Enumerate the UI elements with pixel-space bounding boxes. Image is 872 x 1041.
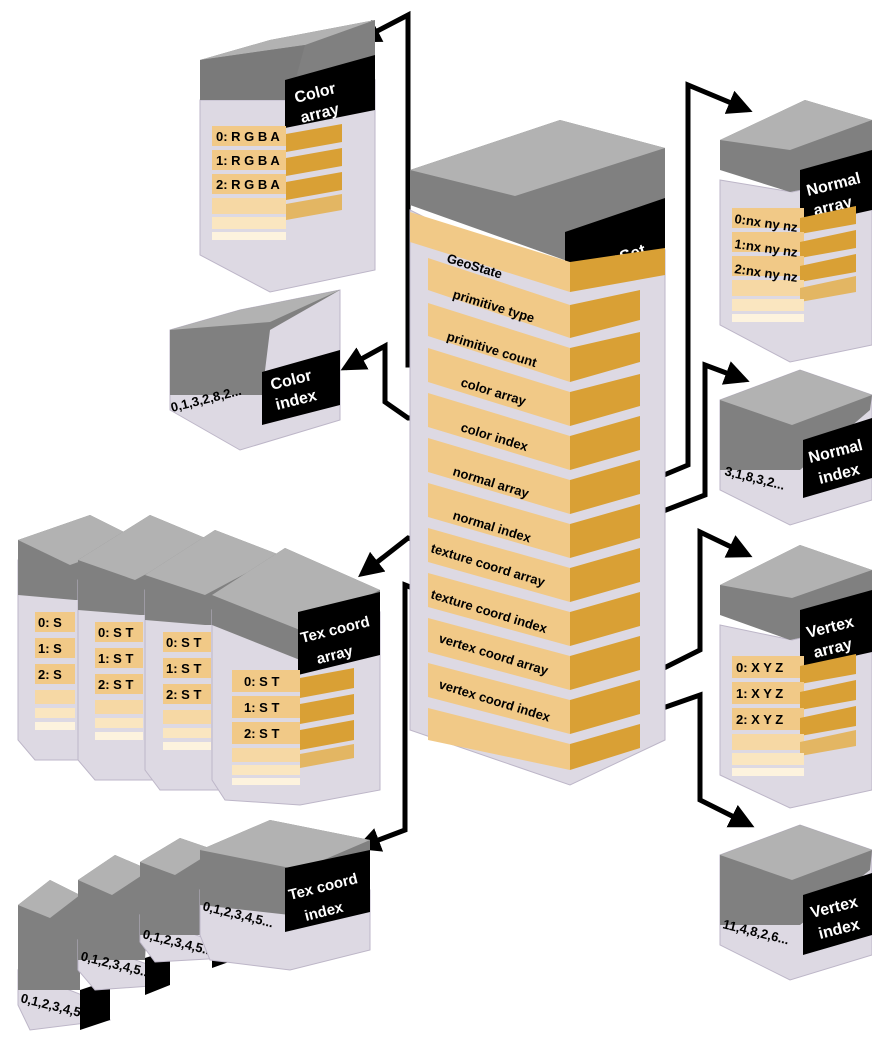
color-array-row-1: 1: R G B A: [216, 153, 280, 168]
normal-array-box: Normal array 0:nx ny nz 1:nx ny nz 2:nx …: [720, 100, 872, 362]
tex-layer2-row-2: 2: S T: [98, 677, 133, 692]
pfgeoset-tower: pfGeoSet GeoState primitive type primiti…: [410, 120, 665, 785]
tex-coord-array-row-0: 0: S T: [244, 674, 279, 689]
tex-coord-array-stack: 0: S 1: S 2: S 0: S T 1: S T 2: S T: [18, 515, 380, 805]
vertex-array-box: Vertex array 0: X Y Z 1: X Y Z 2: X Y Z: [720, 545, 872, 808]
tex-layer3-row-2: 2: S T: [166, 687, 201, 702]
tex-coord-array-front: Tex coord array 0: S T 1: S T 2: S T: [212, 548, 380, 805]
color-array-row-0: 0: R G B A: [216, 129, 280, 144]
tex-layer1-row-1: 1: S: [38, 641, 62, 656]
tex-coord-index-front: Tex coord index 0,1,2,3,4,5...: [200, 820, 370, 970]
tex-layer3-row-1: 1: S T: [166, 661, 201, 676]
tex-coord-array-row-1: 1: S T: [244, 700, 279, 715]
color-array-box: Color array 0: R G B A 1: R G B A 2: R G…: [200, 20, 375, 292]
tex-layer1-row-0: 0: S: [38, 615, 62, 630]
vertex-array-row-0: 0: X Y Z: [736, 660, 783, 675]
color-index-box: Color index 0,1,3,2,8,2...: [169, 290, 340, 450]
tex-layer3-row-0: 0: S T: [166, 635, 201, 650]
normal-index-box: Normal index 3,1,8,3,2...: [720, 370, 872, 525]
tex-coord-array-row-2: 2: S T: [244, 726, 279, 741]
vertex-array-row-2: 2: X Y Z: [736, 712, 783, 727]
color-array-row-2: 2: R G B A: [216, 177, 280, 192]
tex-layer1-row-2: 2: S: [38, 667, 62, 682]
tex-layer2-row-1: 1: S T: [98, 651, 133, 666]
vertex-index-box: Vertex index 11,4,8,2,6...: [720, 825, 872, 980]
vertex-array-row-1: 1: X Y Z: [736, 686, 783, 701]
tex-layer2-row-0: 0: S T: [98, 625, 133, 640]
tex-coord-index-stack: 0,1,2,3,4,5... 0,1,2,3,4,5... 0,1,2,3,4,…: [18, 820, 370, 1030]
